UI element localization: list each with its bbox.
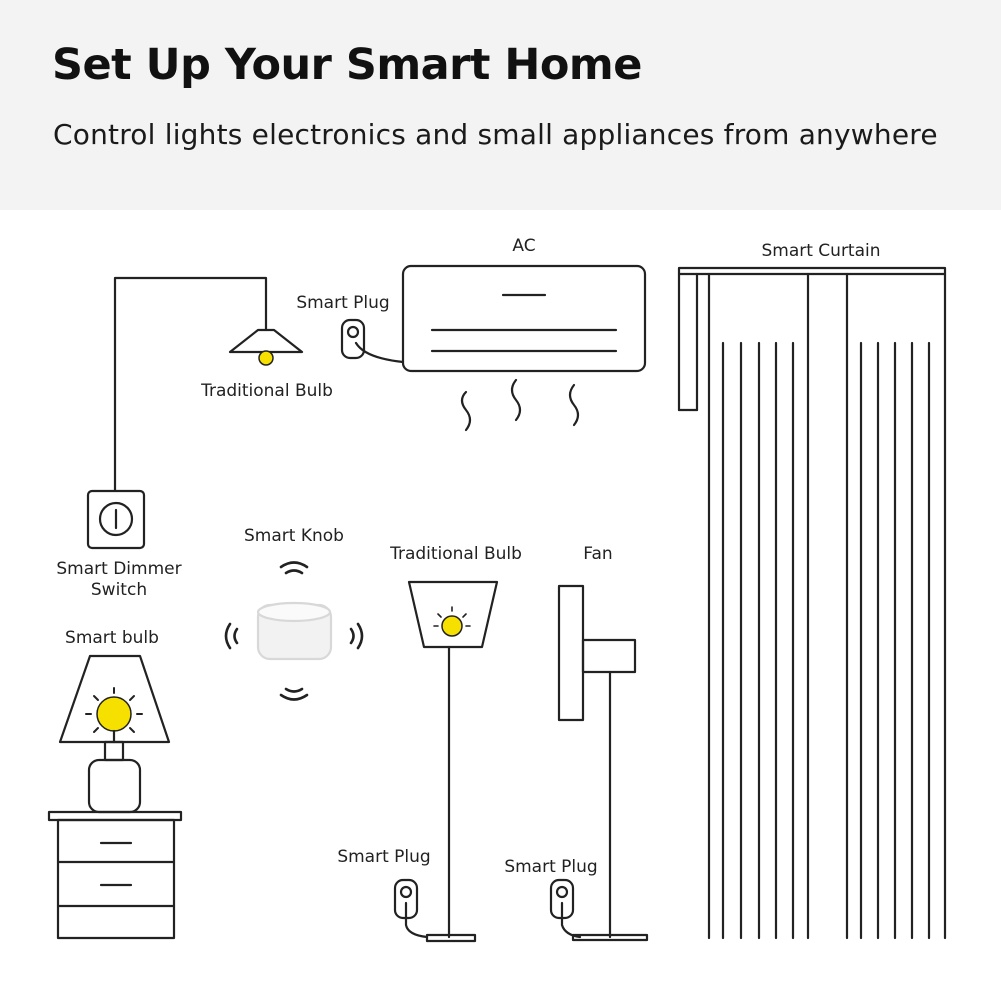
label-smart-plug-lamp: Smart Plug [337,847,430,867]
dimmer-wire [113,276,268,492]
page-title: Set Up Your Smart Home [52,40,642,90]
floor-lamp-icon [407,580,499,943]
label-traditional-bulb-floor: Traditional Bulb [389,544,522,564]
label-ac: AC [512,236,535,256]
ac-unit-icon [401,264,647,432]
label-smart-plug-ac: Smart Plug [296,293,389,313]
page-subtitle: Control lights electronics and small app… [53,118,938,151]
label-traditional-bulb-ceiling: Traditional Bulb [200,381,333,401]
smart-knob-icon [224,561,364,701]
table-lamp-icon [58,654,171,814]
label-smart-dimmer-switch-line2: Switch [91,580,147,600]
fan-icon [557,584,649,942]
smart-plug-fan-icon [549,878,582,939]
ceiling-lamp-icon [228,328,304,366]
smart-plug-lamp-icon [393,878,429,939]
label-smart-knob: Smart Knob [244,526,344,546]
label-smart-dimmer-switch-line1: Smart Dimmer [56,559,181,579]
header-banner: Set Up Your Smart Home Control lights el… [0,0,1001,210]
label-fan: Fan [583,544,612,564]
nightstand-icon [47,810,183,940]
label-smart-bulb: Smart bulb [65,628,159,648]
label-smart-curtain: Smart Curtain [761,241,880,261]
smart-curtain-icon [677,266,947,940]
smart-plug-ac-icon [340,318,405,364]
smart-dimmer-switch-icon [86,489,146,550]
label-smart-plug-fan: Smart Plug [504,857,597,877]
